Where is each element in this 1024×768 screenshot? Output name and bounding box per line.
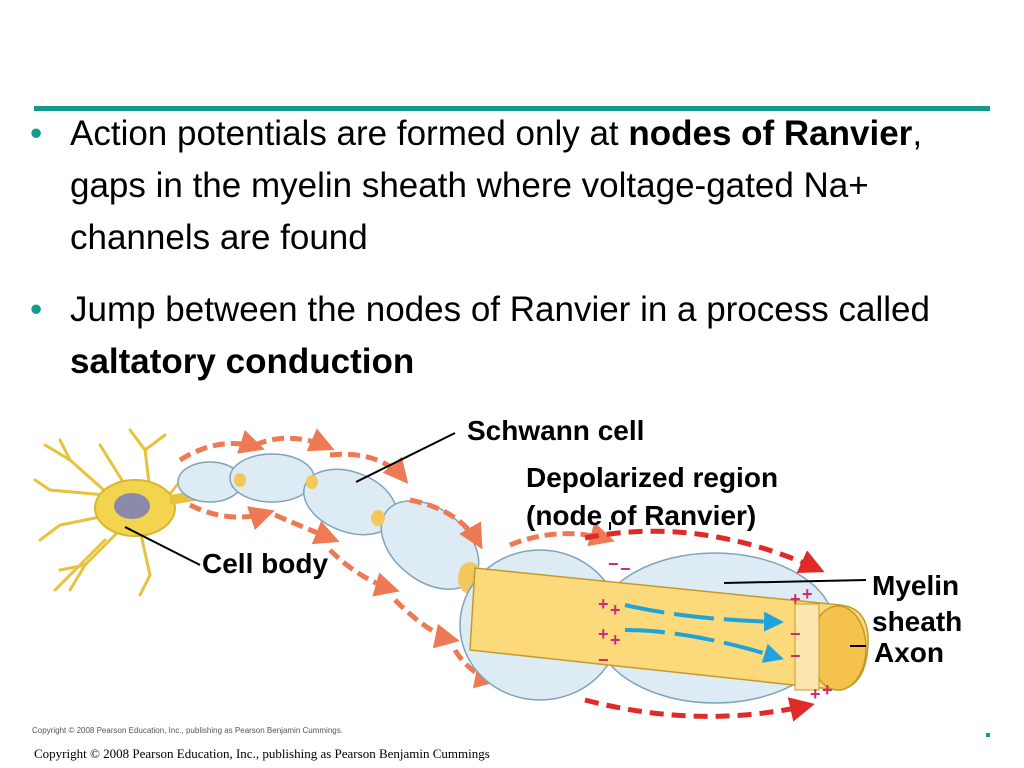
bullet-2-text-bold: saltatory conduction xyxy=(70,342,415,381)
svg-text:+: + xyxy=(822,680,833,700)
bullet-list: • Action potentials are formed only at n… xyxy=(30,108,1005,408)
charge-signs: −− ++ ++ − ++ −− ++ xyxy=(598,554,833,704)
svg-text:−: − xyxy=(608,554,619,574)
svg-text:+: + xyxy=(610,630,621,650)
bullet-1: • Action potentials are formed only at n… xyxy=(30,108,1005,264)
nucleus-shape xyxy=(114,493,150,519)
svg-text:+: + xyxy=(610,600,621,620)
svg-text:+: + xyxy=(598,594,609,614)
svg-text:+: + xyxy=(598,624,609,644)
label-depolarized-region: Depolarized region xyxy=(526,462,779,493)
bullet-1-text-bold: nodes of Ranvier xyxy=(628,114,913,153)
svg-text:+: + xyxy=(802,584,813,604)
label-sheath: sheath xyxy=(872,606,963,637)
svg-text:−: − xyxy=(620,559,631,579)
bullet-2: • Jump between the nodes of Ranvier in a… xyxy=(30,284,1005,388)
svg-text:−: − xyxy=(790,646,801,666)
svg-text:−: − xyxy=(598,650,609,670)
myelin-segments xyxy=(177,453,480,590)
label-cell-body: Cell body xyxy=(202,548,329,579)
label-myelin: Myelin xyxy=(872,570,960,601)
label-node-of-ranvier: (node of Ranvier) xyxy=(526,500,757,531)
label-axon: Axon xyxy=(874,637,944,668)
figure-copyright: Copyright © 2008 Pearson Education, Inc.… xyxy=(32,726,343,735)
neuron-figure: −− ++ ++ − ++ −− ++ Schwann cell Depolar… xyxy=(0,400,1024,740)
neuron-illustration: −− ++ ++ − ++ −− ++ xyxy=(33,428,869,722)
svg-text:−: − xyxy=(790,624,801,644)
conduction-arrows xyxy=(178,428,615,689)
leader-lines xyxy=(124,432,867,647)
footer-copyright: Copyright © 2008 Pearson Education, Inc.… xyxy=(34,746,490,761)
ion-flow-arrows xyxy=(624,603,784,663)
bullet-1-text-post: , gaps in the myelin sheath where voltag… xyxy=(70,114,923,257)
title-rule xyxy=(34,106,990,111)
svg-text:+: + xyxy=(810,684,821,704)
bullet-dot: • xyxy=(30,290,43,329)
decorative-dot xyxy=(986,733,990,737)
bullet-2-text-pre: Jump between the nodes of Ranvier in a p… xyxy=(70,290,930,329)
bullet-dot: • xyxy=(30,114,43,153)
label-schwann-cell: Schwann cell xyxy=(467,415,645,446)
bullet-1-text-pre: Action potentials are formed only at xyxy=(70,114,629,153)
svg-text:+: + xyxy=(790,589,801,609)
depolarization-arrows xyxy=(584,528,825,722)
